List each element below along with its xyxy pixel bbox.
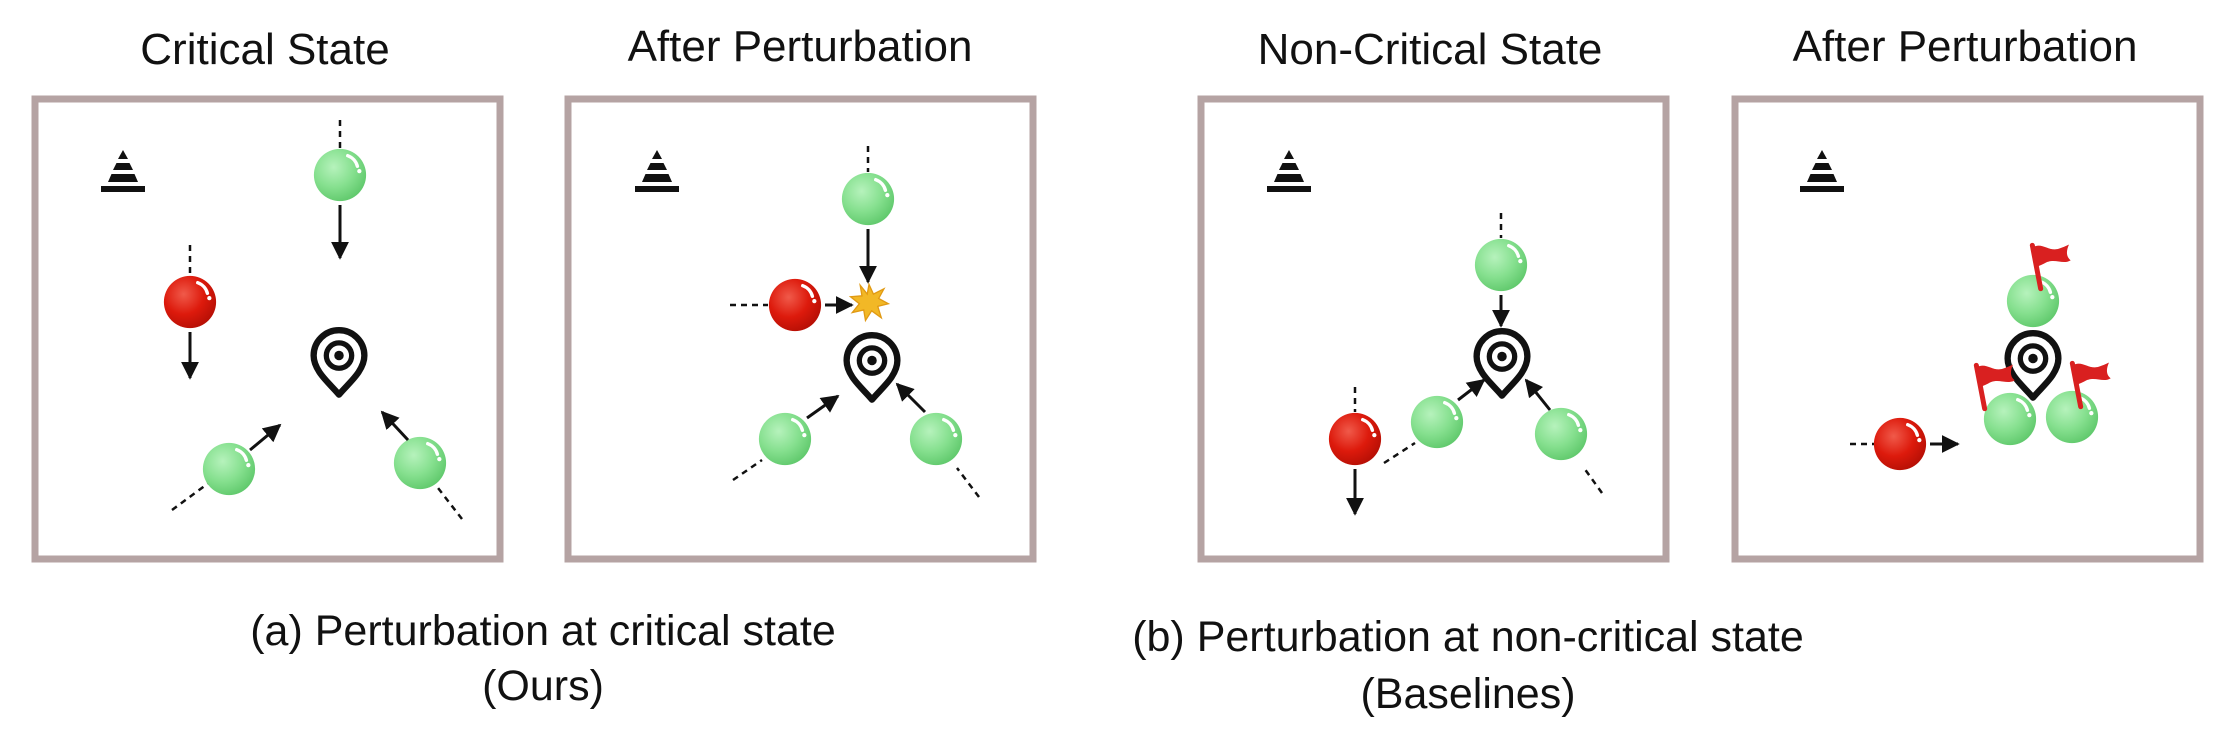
goal-pin-icon: [314, 330, 365, 394]
trajectory-dashed: [1383, 441, 1416, 465]
agent-adversary: [767, 277, 823, 333]
agent-normal: [2005, 273, 2061, 329]
agent-normal: [1533, 406, 1589, 462]
trajectory-dashed: [732, 458, 763, 482]
caption-b-line1: (b) Perturbation at non-critical state: [1132, 613, 1804, 661]
caption-a-line2: (Ours): [482, 662, 604, 710]
panel-title-critical-state: Critical State: [140, 25, 390, 74]
panel-title-non-critical-state: Non-Critical State: [1257, 25, 1603, 74]
agent-normal: [201, 441, 257, 497]
velocity-arrow: [380, 410, 410, 442]
landmark-cone-icon: [1800, 150, 1844, 192]
agent-adversary: [1327, 411, 1383, 467]
velocity-arrow: [1524, 378, 1552, 411]
landmark-cone-icon: [101, 150, 145, 192]
landmark-cone-icon: [635, 150, 679, 192]
collision-burst-icon: [849, 283, 890, 322]
agent-normal: [840, 171, 896, 227]
trajectory-dashed: [956, 467, 980, 498]
goal-pin-icon: [847, 335, 898, 399]
agent-normal: [908, 411, 964, 467]
agent-normal: [757, 411, 813, 467]
agent-adversary: [162, 274, 218, 330]
trajectory-dashed: [1582, 467, 1604, 494]
velocity-arrow: [895, 382, 927, 414]
trajectory-dashed: [437, 487, 463, 520]
panel-title-after-perturbation-a: After Perturbation: [627, 22, 973, 71]
agent-normal: [1473, 237, 1529, 293]
agent-normal: [312, 147, 368, 203]
agent-normal: [1409, 394, 1465, 450]
agent-adversary: [1872, 416, 1928, 472]
panel-frame-non-critical-state: [1197, 95, 1670, 563]
agent-normal: [392, 435, 448, 491]
panel-frame-critical-state: [31, 95, 504, 563]
panel-frame-after-perturbation-b: [1731, 95, 2204, 563]
velocity-arrow: [1457, 378, 1486, 402]
landmark-cone-icon: [1267, 150, 1311, 192]
velocity-arrow: [249, 423, 282, 452]
agent-normal: [1982, 391, 2038, 447]
panel-title-after-perturbation-b: After Perturbation: [1792, 22, 2138, 71]
agent-normal: [2044, 389, 2100, 445]
caption-a-line1: (a) Perturbation at critical state: [250, 607, 836, 655]
caption-b-line2: (Baselines): [1360, 670, 1576, 718]
goal-pin-icon: [2008, 333, 2059, 397]
goal-pin-icon: [1477, 331, 1528, 395]
trajectory-dashed: [171, 480, 211, 512]
panel-frame-after-perturbation-a: [564, 95, 1037, 563]
flag-icon: [2032, 245, 2070, 289]
velocity-arrow: [806, 394, 840, 420]
